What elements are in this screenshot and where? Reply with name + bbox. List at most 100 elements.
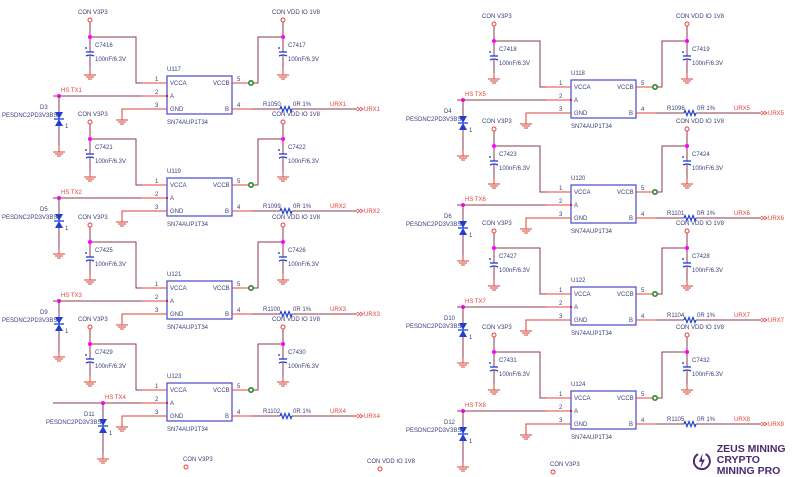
ground-symbol (53, 248, 65, 259)
pin-number: 4 (237, 410, 241, 416)
power-label-vdd: CON VDD IO 1V8 (272, 317, 321, 323)
pin-number: 4 (641, 212, 645, 218)
ic-part-number: SN74AUP1T34 (167, 325, 209, 331)
diode-pin-number: 1 (469, 335, 473, 341)
resistor-value: 0R 1% (293, 307, 312, 313)
power-port (280, 119, 286, 125)
ground-symbol (277, 69, 289, 80)
net-label-hs-tx: HS TX3 (61, 293, 83, 299)
capacitor-value: 100nF/6.3V (95, 262, 126, 268)
pin-name-vcca: VCCA (574, 190, 591, 196)
resistor-ref: R1100 (263, 307, 281, 313)
ic-part-number: SN74AUP1T34 (167, 427, 209, 433)
net-label-hs-tx: HS TX8 (465, 403, 487, 409)
pin-number: 1 (559, 288, 563, 294)
wire-vccb (657, 40, 687, 88)
pin-name-a: A (170, 299, 174, 305)
resistor-ref: R1101 (667, 211, 685, 217)
capacitor-ref: C7428 (692, 254, 710, 260)
pin-marker (569, 203, 573, 207)
pin-marker (569, 305, 573, 309)
junction-dot (88, 240, 92, 244)
ic-part-number: SN74AUP1T34 (167, 222, 209, 228)
power-port (491, 21, 497, 27)
off-page-connector-label: URX3 (364, 312, 381, 318)
pin-marker (165, 401, 169, 405)
off-page-connector-label: URX5 (768, 111, 785, 117)
pin-name-a: A (574, 409, 578, 415)
wire-vcca (494, 247, 546, 295)
capacitor-ref: C7423 (499, 152, 517, 158)
capacitor-ref: C7429 (95, 350, 113, 356)
capacitor-value: 100nF/6.3V (499, 61, 530, 67)
pin-number: 4 (237, 103, 241, 109)
ic-ref: U118 (571, 71, 586, 77)
no-connect-marker (248, 80, 255, 87)
power-label-v3p3: CON V3P3 (78, 317, 108, 323)
pin-name-gnd: GND (170, 209, 184, 215)
watermark-logo: ZEUS MINING CRYPTO MINING PRO (692, 444, 800, 477)
resistor-value: 0R 1% (293, 204, 312, 210)
ground-symbol (277, 274, 289, 285)
power-label-v3p3: CON V3P3 (78, 10, 108, 16)
ground-symbol (520, 118, 532, 129)
logo-line-1: ZEUS MINING (716, 443, 786, 455)
capacitor-value: 100nF/6.3V (692, 61, 723, 67)
ic-part-number: SN74AUP1T34 (571, 229, 613, 235)
pin-name-vcca: VCCA (170, 388, 187, 394)
capacitor-ref: C7421 (95, 145, 113, 151)
pin-number: 2 (155, 90, 159, 96)
power-label-v3p3: CON V3P3 (78, 112, 108, 118)
junction-dot (685, 144, 689, 148)
off-page-connector-label: URX6 (768, 216, 785, 222)
pin-name-gnd: GND (574, 422, 588, 428)
power-port (684, 228, 690, 234)
wire-vccb (253, 138, 283, 186)
no-connect-marker (248, 182, 255, 189)
pin-number: 5 (237, 282, 241, 288)
net-label-hs-tx: HS TX7 (465, 299, 487, 305)
capacitor-value: 100nF/6.3V (499, 268, 530, 274)
net-label-urx: URX7 (734, 313, 751, 319)
off-page-connector-label: URX1 (364, 107, 381, 113)
capacitor-value: 100nF/6.3V (692, 372, 723, 378)
ground-symbol (520, 325, 532, 336)
wire-vccb (657, 247, 687, 295)
pin-number: 4 (641, 418, 645, 424)
junction-dot (281, 137, 285, 141)
resistor-value: 0R 1% (697, 313, 716, 319)
net-label-urx: URX6 (734, 211, 751, 217)
junction-dot (281, 35, 285, 39)
off-page-connector-icon (356, 311, 364, 317)
net-label-urx: URX3 (330, 307, 347, 313)
wire-vcca (90, 138, 142, 186)
wire-vcca (90, 241, 142, 289)
diode-ref: D3 (40, 105, 48, 111)
pin-number: 1 (155, 282, 159, 288)
wire-vccb (253, 36, 283, 84)
ground-symbol (277, 376, 289, 387)
resistor-symbol (279, 411, 293, 421)
pin-name-b: B (629, 318, 633, 324)
capacitor-value: 100nF/6.3V (288, 57, 319, 63)
pin-name-vccb: VCCB (617, 85, 634, 91)
diode-pin-number: 1 (109, 431, 113, 437)
wire-vcca (494, 145, 546, 193)
capacitor-ref: C7431 (499, 358, 517, 364)
pin-number: 2 (559, 94, 563, 100)
pin-number: 2 (155, 397, 159, 403)
pin-number: 5 (641, 392, 645, 398)
wire-vcca (90, 343, 142, 391)
ic-ref: U119 (167, 169, 182, 175)
power-label-vdd: CON VDD IO 1V8 (272, 10, 321, 16)
pin-number: 3 (155, 410, 159, 416)
capacitor-value: 100nF/6.3V (95, 159, 126, 165)
ic-part-number: SN74AUP1T34 (167, 120, 209, 126)
off-page-connector-label: URX7 (768, 318, 785, 324)
pin-name-gnd: GND (170, 107, 184, 113)
